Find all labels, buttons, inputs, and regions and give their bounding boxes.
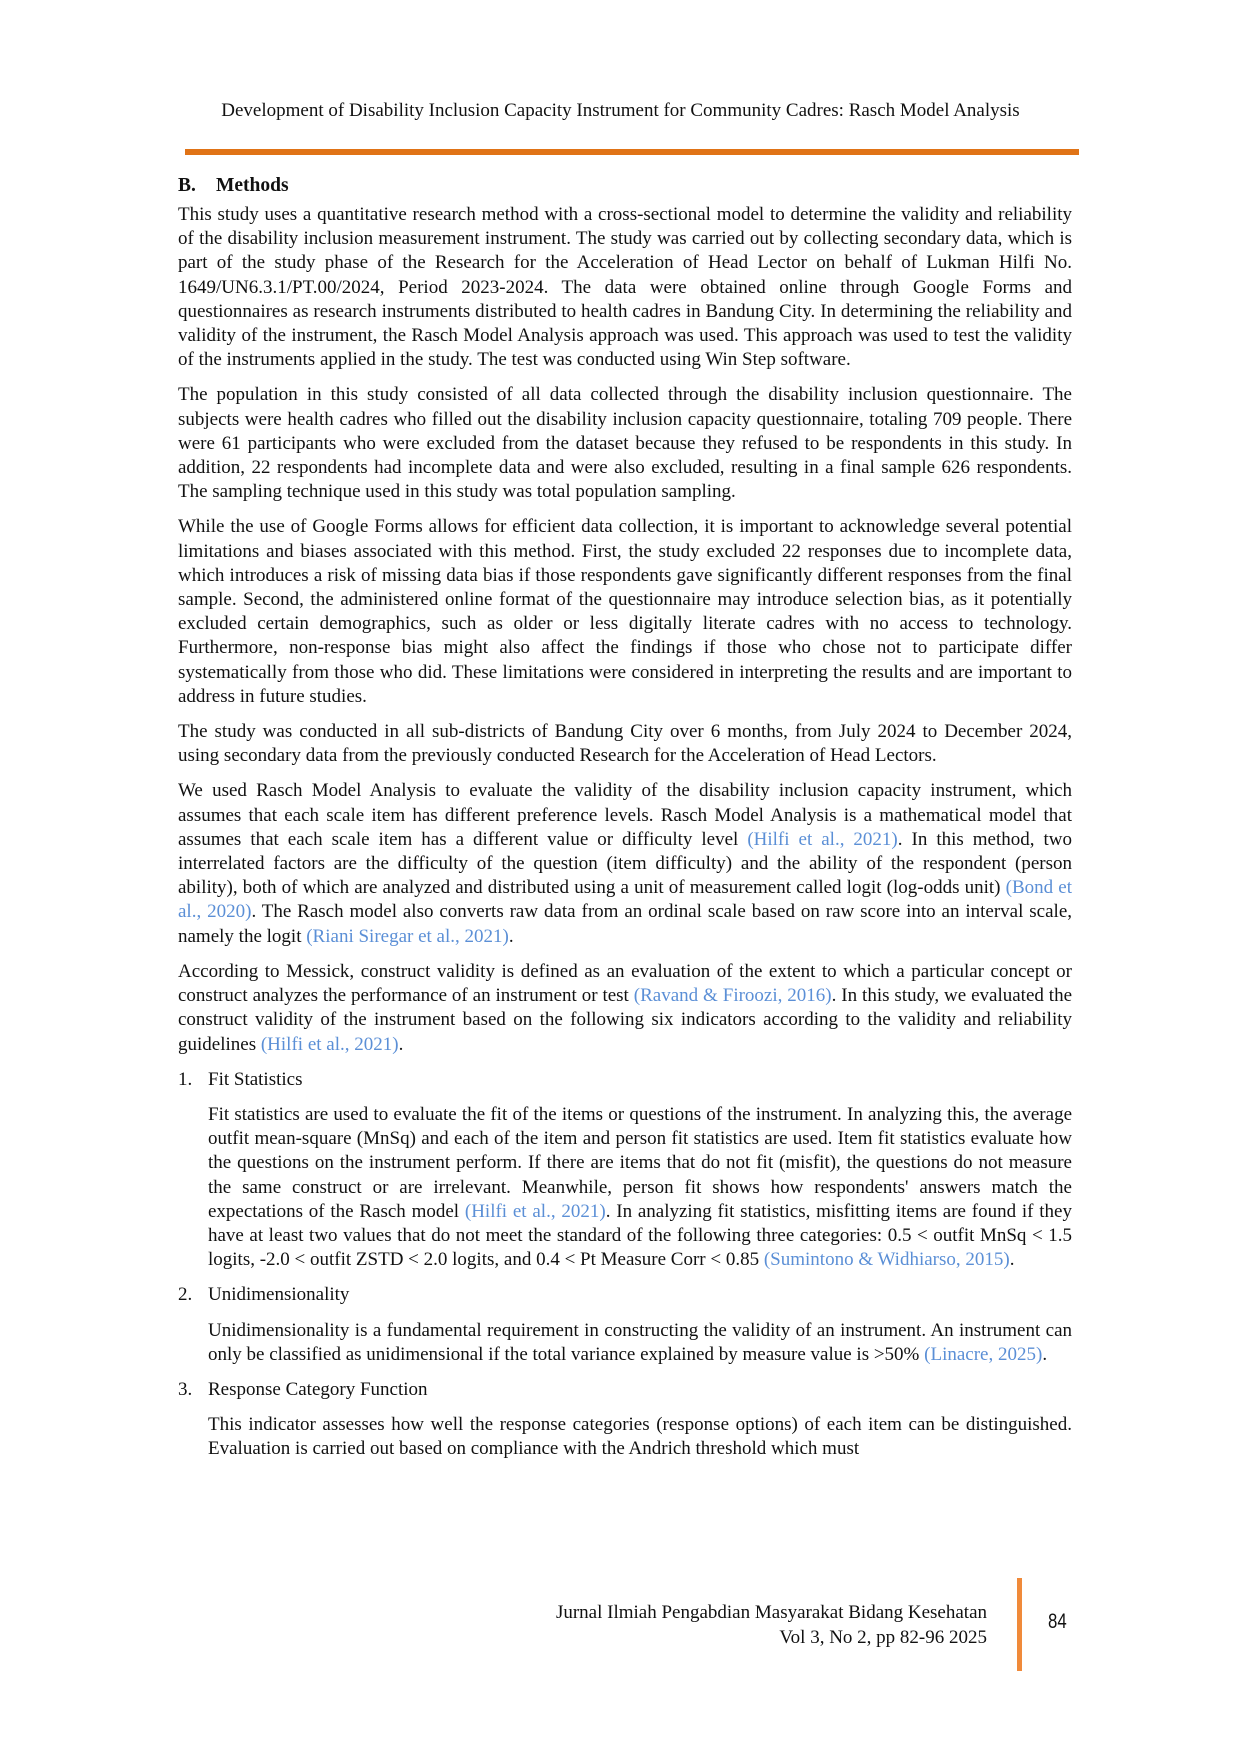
- list-item: 2. Unidimensionality: [178, 1283, 1072, 1307]
- paragraph: The study was conducted in all sub-distr…: [178, 721, 1072, 767]
- running-header: Development of Disability Inclusion Capa…: [221, 100, 1020, 121]
- text: .: [1009, 1249, 1015, 1271]
- journal-volume: Vol 3, No 2, pp 82-96 2025: [779, 1627, 987, 1648]
- page-body: B. Methods This study uses a quantitative…: [178, 174, 1072, 1473]
- paragraph: The population in this study consisted o…: [178, 384, 1072, 503]
- list-item: 3. Response Category Function: [178, 1378, 1072, 1402]
- text: . In this study, we evaluated the constr…: [178, 985, 1073, 1055]
- section-title: Methods: [216, 175, 289, 196]
- text: .: [1042, 1343, 1048, 1365]
- paragraph: This study uses a quantitative research …: [178, 204, 1072, 371]
- list-paragraph: Fit statistics are used to evaluate the …: [178, 1103, 1072, 1272]
- text: We used Rasch Model Analysis to evaluate…: [178, 780, 1072, 850]
- list-number: 2.: [178, 1284, 193, 1306]
- citation-link[interactable]: (Hilfi et al., 2021): [747, 828, 898, 850]
- section-number: B.: [178, 175, 196, 196]
- journal-name: Jurnal Ilmiah Pengabdian Masyarakat Bida…: [555, 1602, 987, 1623]
- citation-link[interactable]: (Ravand & Firoozi, 2016): [633, 985, 832, 1007]
- text: According to Messick, construct validity…: [178, 960, 1072, 1007]
- paragraph: While the use of Google Forms allows for…: [178, 516, 1072, 707]
- paragraph: According to Messick, construct validity…: [178, 960, 1072, 1057]
- list-title: Response Category Function: [208, 1378, 428, 1400]
- citation-link[interactable]: (Hilfi et al., 2021): [464, 1200, 606, 1222]
- list-paragraph: Unidimensionality is a fundamental requi…: [178, 1319, 1072, 1367]
- paragraph: We used Rasch Model Analysis to evaluate…: [178, 779, 1072, 948]
- text: Unidimensionality is a fundamental requi…: [208, 1319, 1072, 1365]
- section-heading: B. Methods: [178, 174, 1072, 198]
- list-item: 1. Fit Statistics: [178, 1068, 1072, 1092]
- text: . In analyzing fit statistics, misfittin…: [208, 1200, 1072, 1271]
- list-number: 3.: [178, 1378, 193, 1400]
- citation-link[interactable]: (Riani Siregar et al., 2021): [306, 925, 509, 947]
- citation-link[interactable]: (Hilfi et al., 2021): [260, 1033, 399, 1055]
- citation-link[interactable]: (Bond et al., 2020): [178, 877, 1072, 923]
- page-number: 84: [1048, 1610, 1067, 1633]
- list-number: 1.: [178, 1068, 193, 1090]
- citation-link[interactable]: (Linacre, 2025): [924, 1343, 1043, 1365]
- text: .: [398, 1033, 404, 1055]
- text: Fit statistics are used to evaluate the …: [208, 1103, 1072, 1222]
- text: . In this method, two interrelated facto…: [178, 828, 1072, 899]
- list-paragraph: This indicator assesses how well the res…: [178, 1413, 1072, 1461]
- journal-footer: Jurnal Ilmiah Pengabdian Masyarakat Bida…: [556, 1600, 987, 1650]
- citation-link[interactable]: (Sumintono & Widhiarso, 2015): [763, 1249, 1010, 1271]
- list-title: Fit Statistics: [208, 1068, 303, 1090]
- list-title: Unidimensionality: [208, 1284, 350, 1306]
- text: .: [508, 925, 514, 947]
- header-divider: [185, 149, 1079, 155]
- text: This indicator assesses how well the res…: [208, 1414, 1072, 1460]
- text: . The Rasch model also converts raw data…: [178, 901, 1072, 947]
- footer-divider: [1017, 1578, 1022, 1671]
